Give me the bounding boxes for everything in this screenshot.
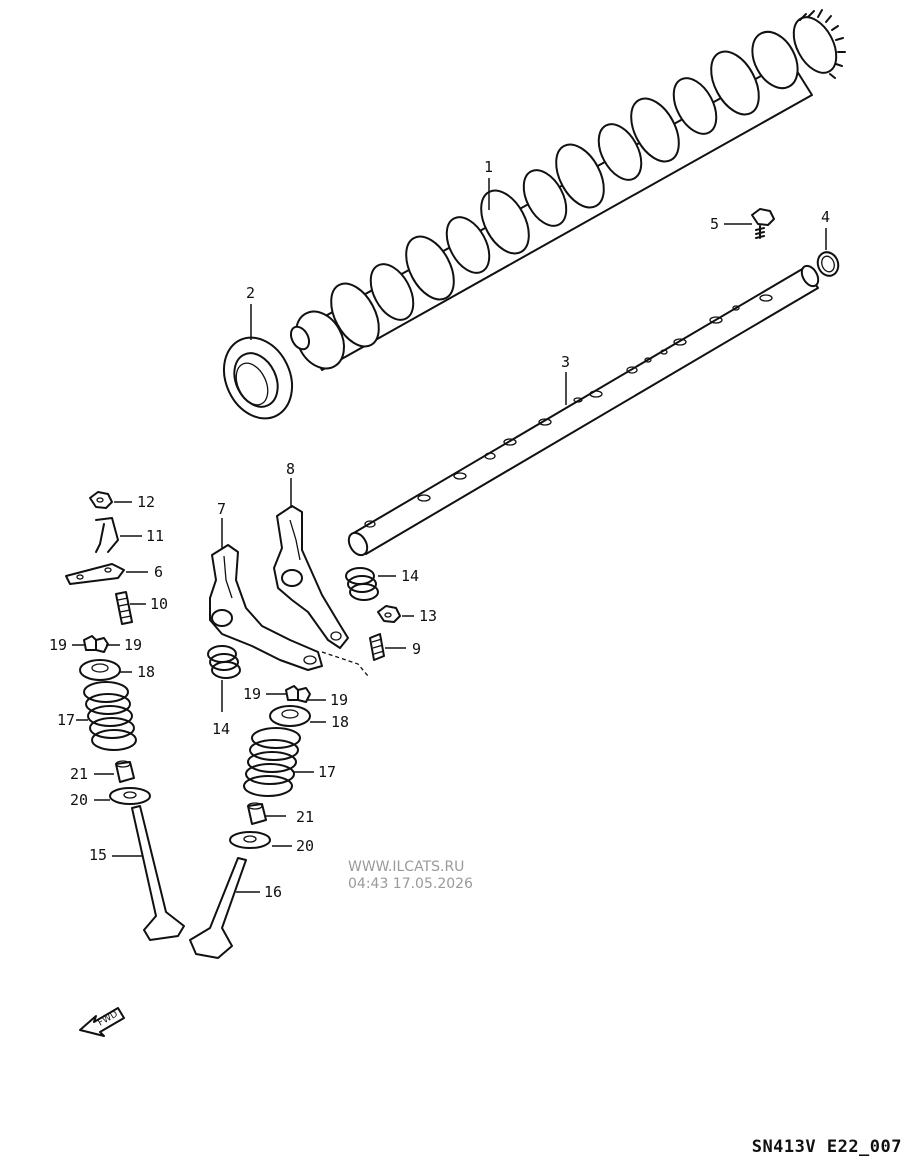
spring-retainer-18-right [269,705,311,727]
spring-seat-20-left [109,787,151,805]
callout-9: 9 [412,640,422,658]
spring-retainer-18-left [79,659,121,681]
callout-8: 8 [286,460,296,478]
valve-15 [131,805,185,941]
adjusting-screw-9 [369,633,385,661]
adjusting-screw-10 [115,591,133,625]
rocker-spring-14-left [207,645,241,679]
callout-10: 10 [150,595,169,613]
callout-19-left-a: 19 [49,636,68,654]
spring-seat-20-right [229,831,271,849]
callout-19-right-a: 19 [243,685,262,703]
rocker-arm-7 [209,544,323,671]
rocker-arm-8 [273,505,349,649]
callout-18-left: 18 [137,663,156,681]
forward-direction-arrow: FWD [79,1007,125,1037]
callout-1: 1 [484,158,494,176]
rocker-spring-14-right [345,567,379,601]
callout-5: 5 [710,215,720,233]
callout-16: 16 [264,883,283,901]
callout-2: 2 [246,284,256,302]
callout-20-left: 20 [70,791,89,809]
callout-18-right: 18 [331,713,350,731]
callout-4: 4 [821,208,831,226]
callout-21-left: 21 [70,765,89,783]
diagram-code: SN413V E22_007 [751,1137,902,1157]
watermark-site: WWW.ILCATS.RU [348,859,465,875]
callout-14-right: 14 [401,567,420,585]
clip-11 [95,517,119,553]
callout-17-left: 17 [57,711,76,729]
watermark: WWW.ILCATS.RU 04:43 17.05.2026 [348,859,473,893]
callout-13: 13 [419,607,438,625]
camshaft-oil-seal [222,336,294,420]
callout-19-right-b: 19 [330,691,349,709]
camshaft [289,9,846,371]
valve-stem-seal-21-left [115,760,135,783]
callout-20-right: 20 [296,837,315,855]
callout-7: 7 [217,500,227,518]
rocker-arm-shaft [347,264,820,557]
o-ring [816,251,840,277]
valve-spring-17-left [83,681,137,751]
valve-keepers-19-left [83,635,109,653]
watermark-timestamp: 04:43 17.05.2026 [348,876,473,892]
callout-21-right: 21 [296,808,315,826]
callout-12: 12 [137,493,156,511]
nut-13 [377,605,401,623]
valve-16 [189,857,247,959]
callout-3: 3 [561,353,571,371]
callout-15: 15 [89,846,108,864]
plate-6 [65,563,125,585]
valve-spring-17-right [243,727,301,797]
nut-12 [89,491,113,509]
valve-stem-seal-21-right [247,802,267,825]
callout-11: 11 [146,527,165,545]
callout-14-left: 14 [212,720,231,738]
bolt [751,208,775,239]
callout-17-right: 17 [318,763,337,781]
valve-keepers-19-right [285,685,311,703]
callout-19-left-b: 19 [124,636,143,654]
callout-6: 6 [154,563,164,581]
